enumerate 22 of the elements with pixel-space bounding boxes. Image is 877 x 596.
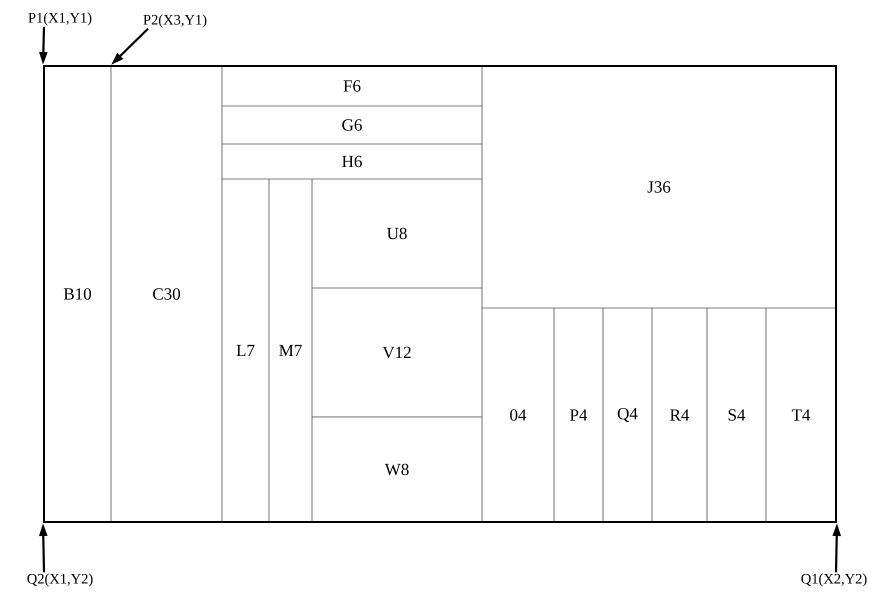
table-cell: J36 bbox=[482, 66, 836, 308]
point-label: P2(X3,Y1) bbox=[143, 14, 206, 28]
table-cell: L7 bbox=[222, 178, 270, 522]
table-cell: U8 bbox=[312, 178, 482, 288]
point-label: P1(X1,Y1) bbox=[28, 12, 92, 26]
point-label: Q1(X2,Y2) bbox=[801, 573, 867, 587]
table-cell: S4 bbox=[706, 308, 766, 522]
point-label: Q2(X1,Y2) bbox=[27, 573, 93, 587]
sheet-frame bbox=[43, 64, 837, 523]
table-cell: T4 bbox=[766, 308, 836, 522]
table-cell: H6 bbox=[222, 144, 482, 180]
table-cell: Q4 bbox=[602, 308, 652, 522]
table-cell: M7 bbox=[268, 178, 312, 522]
table-cell: P4 bbox=[554, 308, 604, 522]
table-cell: 04 bbox=[482, 308, 554, 522]
table-cell: B10 bbox=[44, 66, 112, 522]
table-cell: C30 bbox=[110, 66, 222, 522]
table-cell: G6 bbox=[222, 106, 482, 144]
table-cell: V12 bbox=[312, 288, 482, 418]
table-cell: R4 bbox=[652, 308, 708, 522]
table-cell: F6 bbox=[222, 66, 482, 106]
table-cell: W8 bbox=[312, 416, 482, 522]
